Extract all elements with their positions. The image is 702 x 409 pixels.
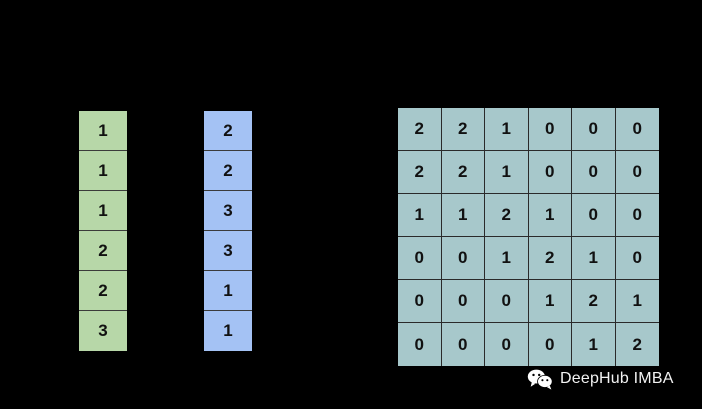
matrix-cell: 1 [615,280,659,323]
matrix-cell: 1 [485,151,529,194]
matrix-cell: 0 [485,280,529,323]
matrix-cell: 1 [485,237,529,280]
matrix-cell: 0 [528,151,572,194]
matrix-cell: 2 [441,151,485,194]
blue-vector-cell: 3 [204,231,252,271]
matrix-cell: 0 [398,280,442,323]
wechat-icon [527,368,553,390]
matrix-cell: 0 [615,194,659,237]
matrix-cell: 1 [572,323,616,366]
matrix-cell: 0 [572,194,616,237]
matrix-cell: 1 [572,237,616,280]
green-vector-cell: 1 [79,151,127,191]
green-vector-cell: 2 [79,231,127,271]
matrix-cell: 0 [485,323,529,366]
matrix-cell: 2 [572,280,616,323]
matrix-cell: 1 [528,280,572,323]
blue-vector-cell: 2 [204,151,252,191]
matrix-cell: 1 [528,194,572,237]
matrix-cell: 1 [441,194,485,237]
matrix-cell: 0 [398,323,442,366]
matrix-cell: 2 [441,108,485,151]
matrix-cell: 2 [485,194,529,237]
matrix-cell: 2 [528,237,572,280]
matrix-cell: 0 [615,237,659,280]
green-vector-cell: 2 [79,271,127,311]
matrix-cell: 1 [398,194,442,237]
matrix-cell: 0 [528,323,572,366]
matrix-cell: 1 [485,108,529,151]
matrix-cell: 2 [615,323,659,366]
matrix-cell: 0 [528,108,572,151]
blue-vector-cell: 3 [204,191,252,231]
blue-vector-cell: 1 [204,311,252,351]
matrix-cell: 0 [615,108,659,151]
matrix-cell: 0 [572,108,616,151]
matrix-cell: 2 [398,108,442,151]
green-vector-cell: 1 [79,111,127,151]
green-vector-cell: 3 [79,311,127,351]
matrix-cell: 0 [441,280,485,323]
watermark-text: DeepHub IMBA [560,370,674,387]
green-vector-cell: 1 [79,191,127,231]
blue-vector-cell: 1 [204,271,252,311]
matrix-cell: 0 [398,237,442,280]
watermark: DeepHub IMBA [527,366,674,392]
matrix-cell: 0 [572,151,616,194]
blue-vector-cell: 2 [204,111,252,151]
matrix-cell: 0 [441,323,485,366]
matrix-cell: 0 [615,151,659,194]
matrix-cell: 2 [398,151,442,194]
matrix-cell: 0 [441,237,485,280]
